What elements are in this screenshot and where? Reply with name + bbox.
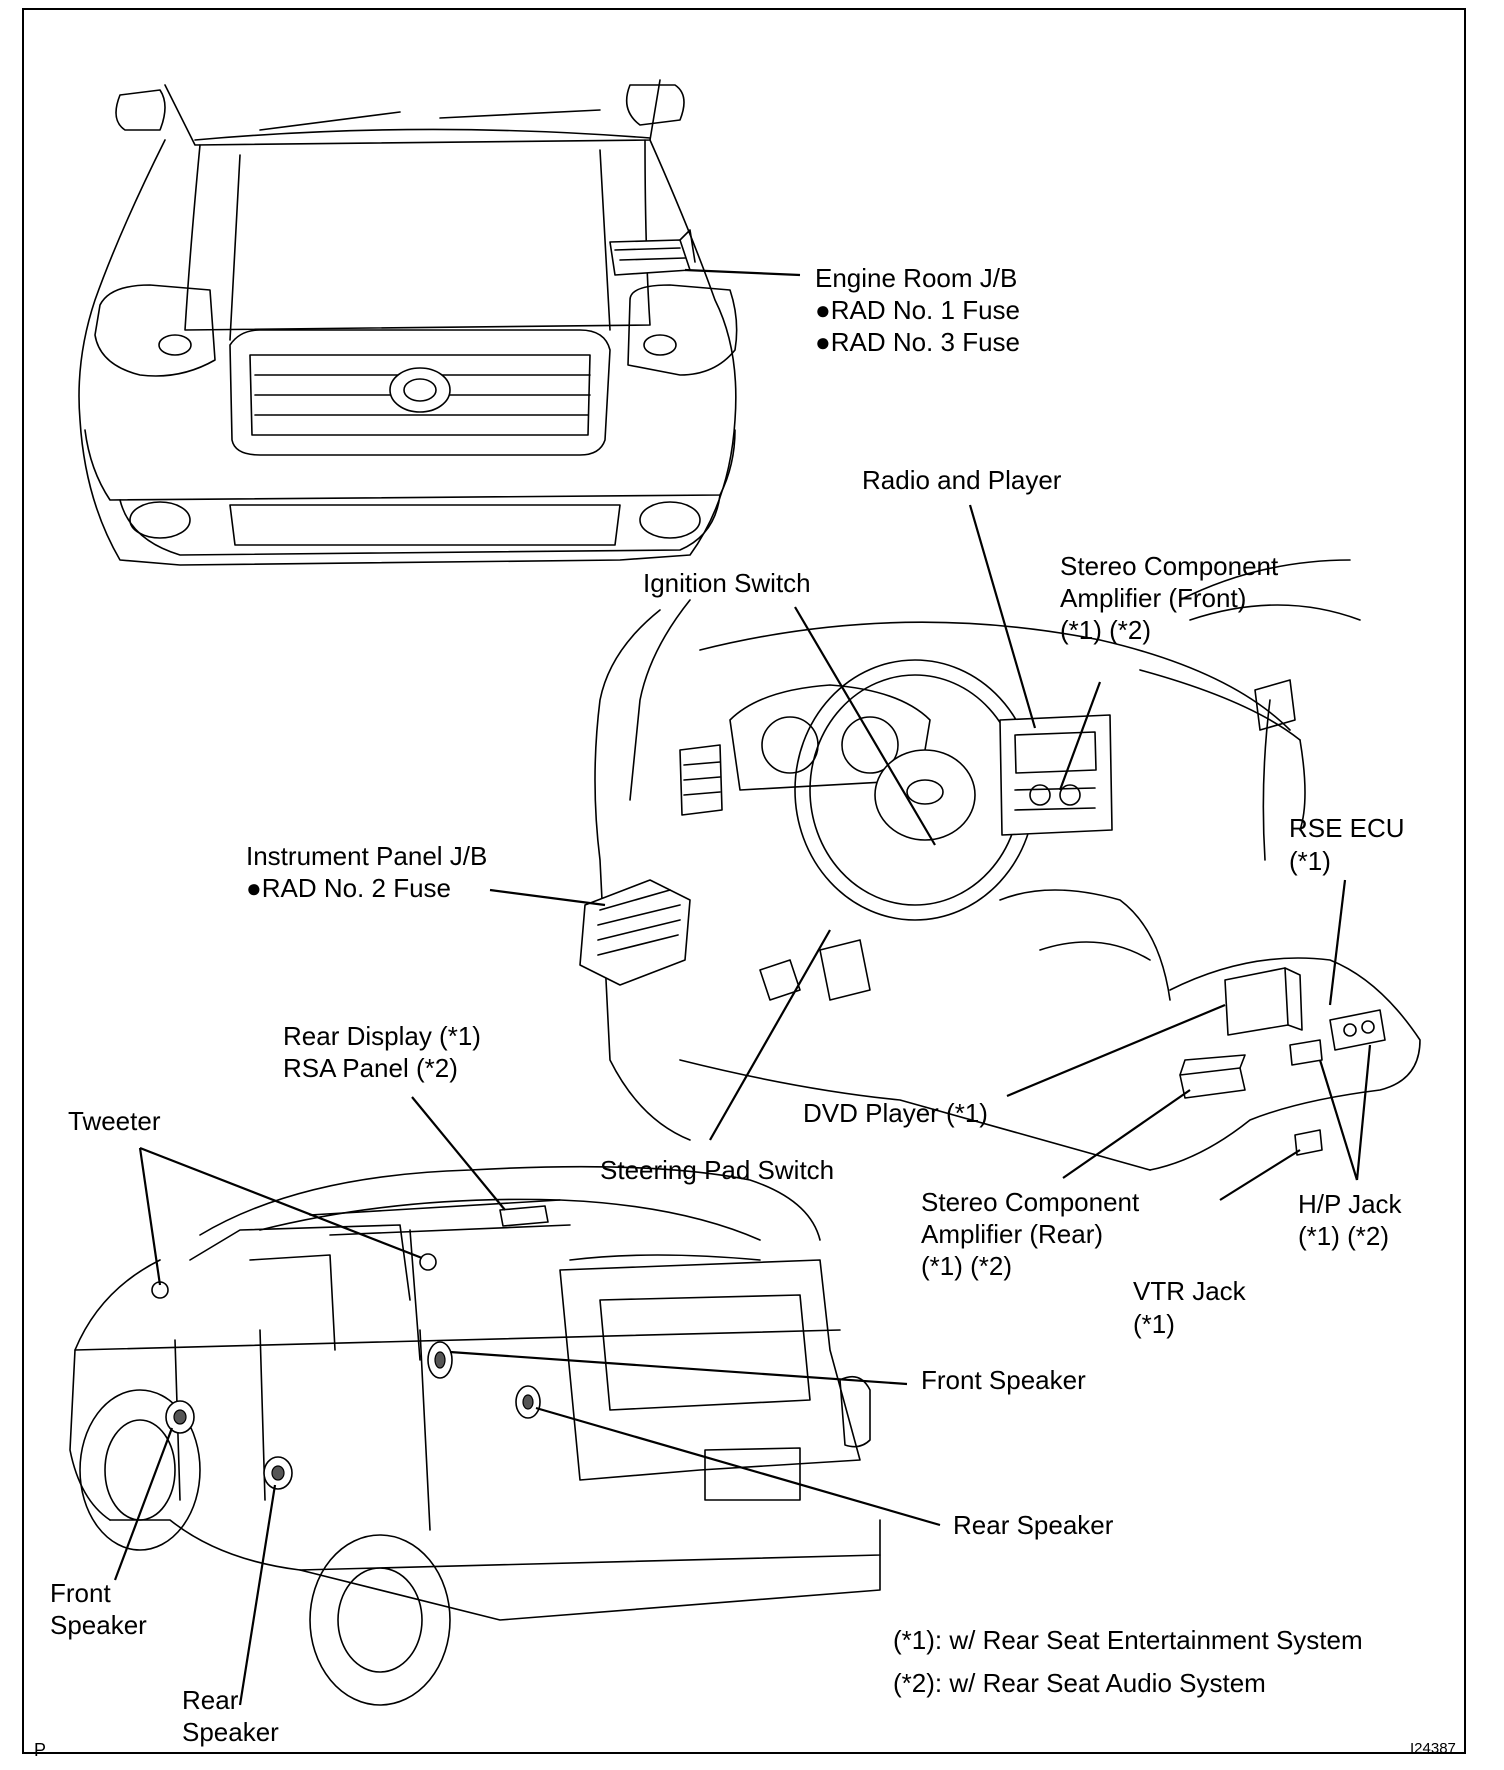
- stereo-front-label-line2: Amplifier (Front): [1060, 583, 1247, 613]
- front-speaker-label-left-line1: Front: [50, 1578, 111, 1608]
- rad1-fuse-label: ●RAD No. 1 Fuse: [815, 295, 1020, 325]
- front-speaker-label-right: Front Speaker: [921, 1365, 1086, 1395]
- tweeter-label: Tweeter: [68, 1106, 161, 1136]
- diagram-frame: [22, 8, 1466, 1754]
- front-vehicle-view: [78, 79, 738, 566]
- rse-ecu-label-line1: RSE ECU: [1289, 813, 1405, 843]
- dvd-player-label: DVD Player (*1): [803, 1098, 988, 1128]
- rad2-fuse-label: ●RAD No. 2 Fuse: [246, 873, 451, 903]
- note-2: (*2): w/ Rear Seat Audio System: [893, 1668, 1266, 1698]
- rear-vehicle-view: [69, 1165, 881, 1706]
- corner-mark: P: [34, 1740, 47, 1760]
- stereo-front-label-line3: (*1) (*2): [1060, 615, 1152, 645]
- rse-ecu-label-line2: (*1): [1289, 846, 1331, 876]
- stereo-rear-label-line2: Amplifier (Rear): [921, 1219, 1104, 1249]
- stereo-rear-label-line1: Stereo Component: [921, 1187, 1140, 1217]
- radio-player-label: Radio and Player: [862, 465, 1062, 495]
- rear-speaker-label-right: Rear Speaker: [953, 1510, 1114, 1540]
- hp-jack-label-line1: H/P Jack: [1298, 1189, 1402, 1219]
- stereo-rear-label-line3: (*1) (*2): [921, 1251, 1013, 1281]
- rear-speaker-label-left-line2: Speaker: [182, 1717, 279, 1747]
- rear-speaker-label-left-line1: Rear: [182, 1685, 239, 1715]
- hp-jack-label-line2: (*1) (*2): [1298, 1221, 1390, 1251]
- dashboard-view: [579, 559, 1421, 1171]
- figure-id: I24387: [1410, 1740, 1456, 1757]
- rear-display-label-line1: Rear Display (*1): [283, 1021, 481, 1051]
- rear-display-label-line2: RSA Panel (*2): [283, 1053, 458, 1083]
- engine-room-jb-label: Engine Room J/B: [815, 263, 1018, 293]
- note-1: (*1): w/ Rear Seat Entertainment System: [893, 1625, 1363, 1655]
- steering-pad-switch-label: Steering Pad Switch: [600, 1155, 835, 1185]
- front-speaker-label-left-line2: Speaker: [50, 1610, 147, 1640]
- stereo-front-label-line1: Stereo Component: [1060, 551, 1279, 581]
- instrument-panel-jb-label: Instrument Panel J/B: [246, 841, 488, 871]
- ignition-switch-label: Ignition Switch: [643, 568, 811, 598]
- vtr-jack-label-line2: (*1): [1133, 1309, 1175, 1339]
- vtr-jack-label-line1: VTR Jack: [1133, 1276, 1246, 1306]
- rad3-fuse-label: ●RAD No. 3 Fuse: [815, 327, 1020, 357]
- leader-lines: [113, 268, 1372, 1706]
